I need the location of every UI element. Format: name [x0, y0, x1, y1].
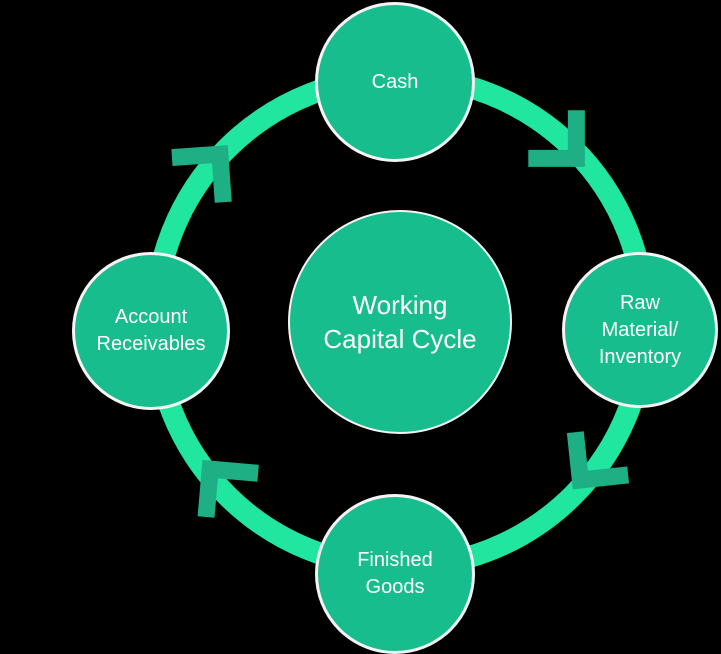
node-finished-goods: Finished Goods [315, 494, 475, 654]
node-cash-label: Cash [371, 70, 419, 93]
arrow-account-receivables-to-cash-icon [171, 145, 232, 203]
node-raw-material-inventory: Raw Material/ Inventory [562, 252, 718, 408]
arrow-cash-to-raw-material-icon [528, 110, 585, 167]
node-account-receivables-label: Account Receivables [96, 306, 206, 355]
arrow-raw-material-to-finished-goods-icon [566, 431, 630, 490]
node-raw-material-inventory-label: Raw Material/ Inventory [598, 291, 682, 368]
arrow-finished-goods-to-account-receivables-icon [197, 459, 259, 518]
node-cash: Cash [315, 2, 475, 162]
node-account-receivables: Account Receivables [72, 252, 230, 410]
node-working-capital-cycle: Working Capital Cycle [288, 210, 512, 434]
node-finished-goods-label: Finished Goods [357, 549, 433, 598]
node-working-capital-cycle-label: Working Capital Cycle [323, 290, 477, 354]
